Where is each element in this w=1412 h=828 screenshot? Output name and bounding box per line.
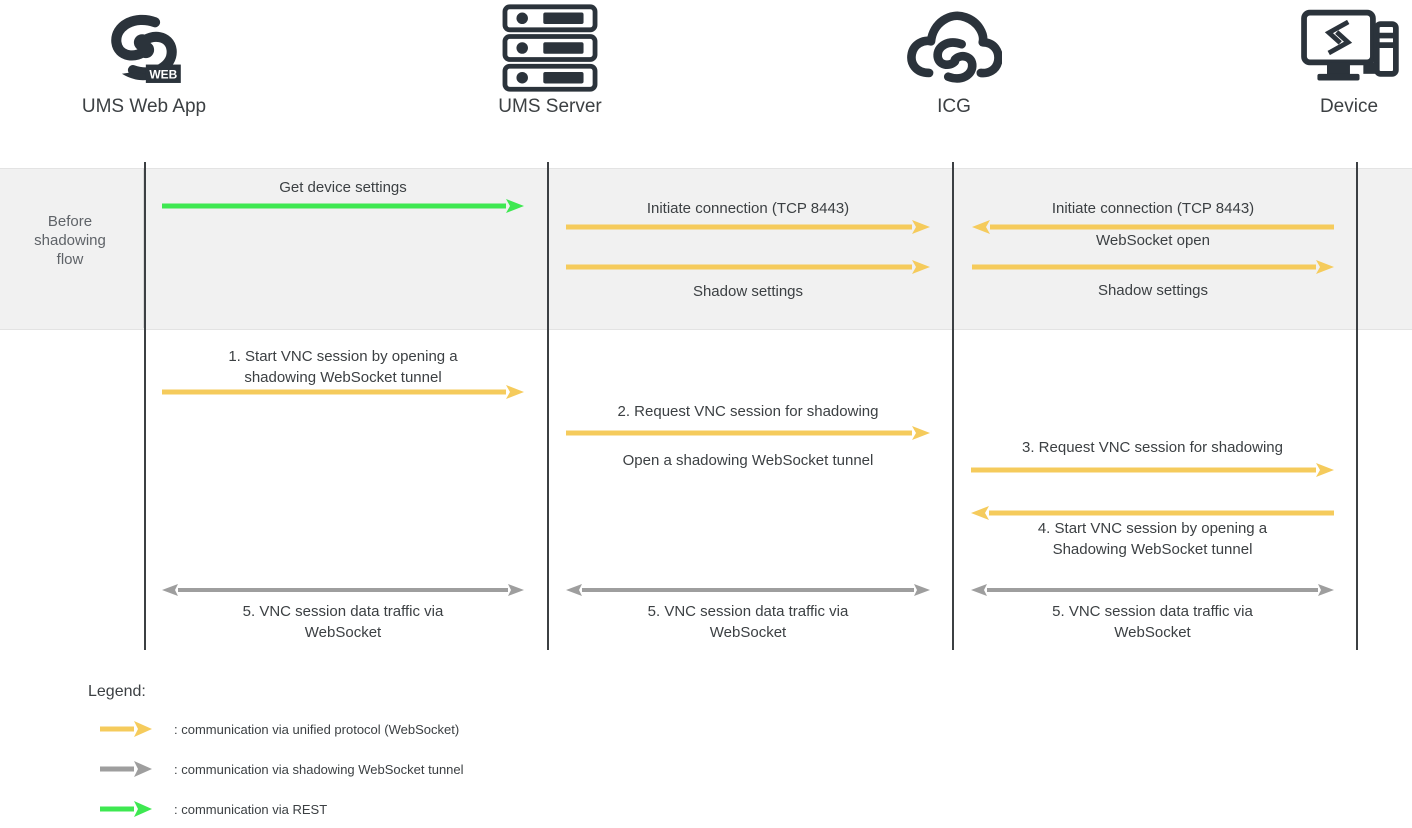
lifeline-ums-web-app [144, 162, 146, 650]
cloud-gateway-icon [834, 0, 1074, 96]
actor-device: Device [1229, 0, 1412, 150]
label-initiate-connection-server: Initiate connection (TCP 8443) [646, 200, 850, 217]
label-step-3-request-vnc: 3. Request VNC session for shadowing [1022, 439, 1283, 456]
unified-protocol-arrow-icon [100, 721, 152, 737]
lifeline-device [1356, 162, 1358, 650]
legend-item-rest: : communication via REST [100, 799, 327, 819]
arrow-initiate-connection-device [972, 220, 1334, 234]
legend-text-unified: : communication via unified protocol (We… [174, 721, 460, 737]
arrow-step-3-request-vnc [971, 463, 1334, 477]
arrow-step-5-traffic-icg [971, 583, 1334, 597]
legend-text-rest: : communication via REST [174, 801, 328, 817]
arrow-shadow-settings-server [566, 260, 930, 274]
lifeline-ums-server [547, 162, 549, 650]
rest-arrow-icon [100, 801, 152, 817]
before-shadowing-flow-band [0, 168, 1412, 330]
server-rack-icon [430, 0, 670, 96]
actor-label-icg: ICG [937, 96, 971, 117]
legend-item-unified: : communication via unified protocol (We… [100, 719, 459, 739]
label-step-5-traffic-icg: 5. VNC session data traffic via WebSocke… [1052, 603, 1253, 641]
label-websocket-open: WebSocket open [1096, 232, 1210, 249]
label-open-shadowing-tunnel: Open a shadowing WebSocket tunnel [622, 452, 874, 469]
label-step-5-traffic-web: 5. VNC session data traffic via WebSocke… [242, 603, 444, 641]
label-initiate-connection-device: Initiate connection (TCP 8443) [1051, 200, 1255, 217]
arrow-initiate-connection-server [566, 220, 930, 234]
shadowing-tunnel-arrow-icon [100, 761, 152, 777]
actor-ums-server: UMS Server [430, 0, 670, 150]
desktop-computer-icon [1229, 0, 1412, 96]
label-shadow-settings-device: Shadow settings [1097, 282, 1209, 299]
label-step-2-request-vnc: 2. Request VNC session for shadowing [617, 403, 879, 420]
label-step-1-start-vnc: 1. Start VNC session by opening a shadow… [228, 348, 458, 386]
label-shadow-settings-server: Shadow settings [692, 283, 804, 300]
label-step-4-start-vnc: 4. Start VNC session by opening a Shadow… [1037, 520, 1268, 558]
legend-text-tunnel: : communication via shadowing WebSocket … [174, 761, 464, 777]
actor-label-ums-server: UMS Server [498, 96, 602, 117]
phase-band-left-divider [143, 168, 144, 328]
arrow-get-device-settings [162, 199, 524, 213]
arrow-step-4-start-vnc [971, 506, 1334, 520]
actor-label-ums-web-app: UMS Web App [81, 96, 207, 117]
label-get-device-settings: Get device settings [279, 179, 407, 196]
legend-item-tunnel: : communication via shadowing WebSocket … [100, 759, 464, 779]
arrow-shadow-settings-device [972, 260, 1334, 274]
arrow-step-2-request-vnc [566, 426, 930, 440]
arrow-step-1-start-vnc [162, 385, 524, 399]
arrow-step-5-traffic-web [162, 583, 524, 597]
svg-text:WEB: WEB [149, 67, 177, 81]
label-step-5-traffic-server: 5. VNC session data traffic via WebSocke… [647, 603, 849, 641]
actor-label-device: Device [1319, 96, 1379, 117]
ums-web-logo-icon: WEB [24, 0, 264, 96]
actor-icg: ICG [834, 0, 1074, 150]
phase-label: Before shadowing flow [34, 213, 106, 268]
lifeline-icg [952, 162, 954, 650]
actor-ums-web-app: WEB UMS Web App [24, 0, 264, 150]
arrow-step-5-traffic-server [566, 583, 930, 597]
legend-title: Legend: [88, 683, 146, 700]
